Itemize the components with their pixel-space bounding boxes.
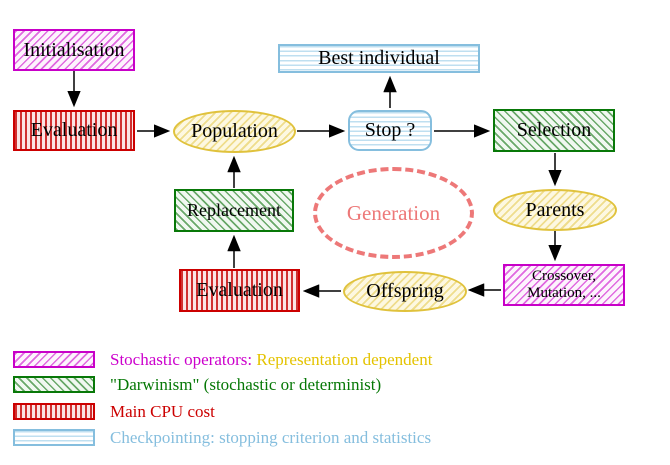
stop-box: Stop ?: [348, 110, 432, 151]
magenta-hatch-swatch: [13, 351, 95, 368]
legend-row-cpu-cost: Main CPU cost: [13, 402, 215, 421]
legend-text-checkpointing: Checkpointing: stopping criterion and st…: [110, 428, 432, 447]
evaluation-bottom-box: Evaluation: [179, 269, 300, 312]
offspring-ellipse: Offspring: [343, 271, 467, 312]
initialisation-box: Initialisation: [13, 29, 135, 71]
cyan-stripes-swatch: [13, 429, 95, 446]
crossover-line1: Crossover,: [532, 268, 596, 284]
legend-text-representation-dependent: Representation dependent: [256, 350, 433, 369]
population-ellipse: Population: [173, 110, 296, 153]
legend-label-darwinism: "Darwinism" (stochastic or determinist): [110, 375, 381, 394]
legend-row-checkpointing: Checkpointing: stopping criterion and st…: [13, 428, 431, 447]
parents-ellipse: Parents: [493, 189, 617, 231]
replacement-box: Replacement: [174, 189, 294, 232]
crossover-mutation-box: Crossover, Mutation, ...: [503, 264, 625, 306]
green-hatch-swatch: [13, 376, 95, 393]
legend-row-darwinism: "Darwinism" (stochastic or determinist): [13, 375, 381, 394]
evaluation-top-box: Evaluation: [13, 110, 135, 151]
legend-label-checkpointing: Checkpointing: stopping criterion and st…: [110, 428, 431, 447]
best-individual-box: Best individual: [278, 44, 480, 73]
crossover-line2: Mutation, ...: [527, 285, 601, 301]
generation-loop-ellipse: Generation: [313, 167, 474, 259]
selection-box: Selection: [493, 109, 615, 152]
red-stripes-swatch: [13, 403, 95, 420]
legend-text-stochastic-operators: Stochastic operators:: [110, 350, 253, 369]
legend-label-stochastic: Stochastic operators: Representation dep…: [110, 350, 432, 369]
legend-text-darwinism: "Darwinism" (stochastic or determinist): [110, 375, 382, 394]
legend-text-cpu-cost: Main CPU cost: [110, 402, 215, 421]
legend-row-stochastic: Stochastic operators: Representation dep…: [13, 350, 432, 369]
legend-label-cpu-cost: Main CPU cost: [110, 402, 215, 421]
